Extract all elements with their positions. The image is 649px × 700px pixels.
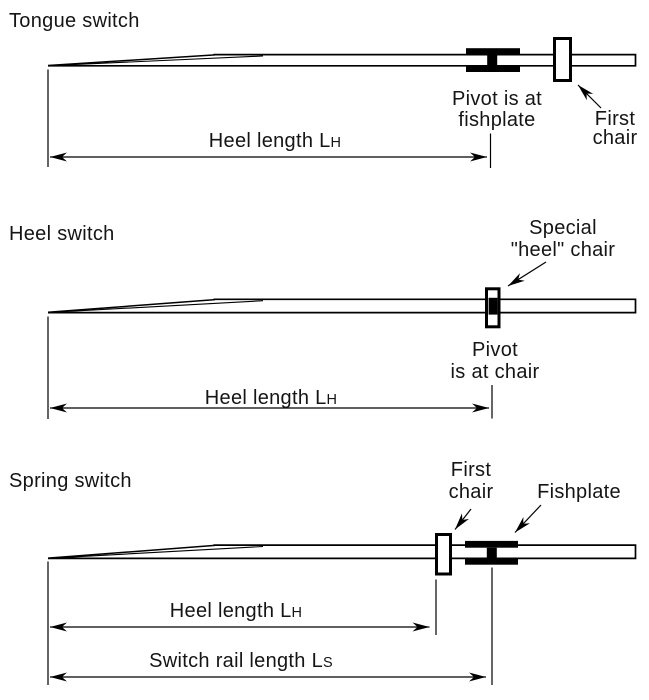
chair-label-line1: Special xyxy=(529,216,597,239)
blade-planing-line xyxy=(47,545,264,559)
fishplate-joint xyxy=(487,55,498,66)
fishplate-bottom-bar xyxy=(465,557,518,565)
panel3-first-chair-label: First chair xyxy=(449,459,494,504)
pivot-note-line2: fishplate xyxy=(458,108,536,131)
panel2-heel-chair-label: Special "heel" chair xyxy=(511,217,616,261)
fishplate-top-bar xyxy=(465,540,518,548)
panel1-first-chair-label: First chair xyxy=(592,107,638,149)
panel1-title: Tongue switch xyxy=(9,9,140,32)
chair-label-line2: chair xyxy=(592,127,638,149)
panel3-title: Spring switch xyxy=(9,469,132,492)
switch-blade-taper xyxy=(47,54,216,67)
heel-length-subscript: H xyxy=(326,391,338,408)
blade-planing-line xyxy=(47,55,264,67)
rail-outline xyxy=(48,298,637,314)
heel-length-subscript: H xyxy=(330,135,342,151)
tongue-switch-diagram xyxy=(47,37,637,168)
panel2-pivot-note: Pivot is at chair xyxy=(451,339,540,383)
rail-outline xyxy=(48,53,637,67)
panel3-switch-rail-length-label: Switch rail length LS xyxy=(149,650,333,673)
first-chair xyxy=(435,533,452,576)
first-chair xyxy=(553,37,572,82)
heel-length-text: Heel length L xyxy=(204,386,327,409)
heel-length-text: Heel length L xyxy=(169,599,292,622)
chair-label-line2: chair xyxy=(448,481,494,503)
panel3-heel-length-label: Heel length LH xyxy=(170,600,302,623)
panel2-heel-length-label: Heel length LH xyxy=(205,387,337,410)
rail-outline xyxy=(48,544,637,560)
switch-rail-length-subscript: S xyxy=(323,654,333,671)
fishplate-top-bar xyxy=(466,48,520,55)
heel-length-subscript: H xyxy=(291,604,303,621)
panel3-fishplate-label: Fishplate xyxy=(537,481,621,503)
blade-planing-line xyxy=(47,300,264,314)
pivot-note-line1: Pivot xyxy=(472,339,518,361)
switch-rail-length-text: Switch rail length L xyxy=(149,649,323,672)
spring-switch-diagram xyxy=(47,504,637,685)
panel1-pivot-note: Pivot is at fishplate xyxy=(452,87,542,131)
heel-pivot-block xyxy=(488,297,498,315)
pivot-note-line2: is at chair xyxy=(450,361,540,383)
first-chair-arrow xyxy=(454,508,472,530)
fishplate-joint xyxy=(486,547,497,558)
pivot-note-line1: Pivot is at xyxy=(452,87,542,110)
fishplate-arrow xyxy=(514,504,542,533)
panel1-heel-length-label: Heel length LH xyxy=(209,130,341,153)
chair-label-line2: "heel" chair xyxy=(510,238,616,261)
chair-label-line1: First xyxy=(594,107,636,130)
chair-label-line1: First xyxy=(450,458,492,481)
first-chair-arrow xyxy=(577,84,602,109)
heel-length-text: Heel length L xyxy=(208,130,331,152)
heel-switch-diagram xyxy=(47,261,637,419)
switch-blade-taper xyxy=(47,544,216,559)
panel2-title: Heel switch xyxy=(9,223,115,245)
switch-blade-taper xyxy=(47,298,216,314)
fishplate-bottom-bar xyxy=(466,65,520,72)
heel-chair-arrow xyxy=(507,261,547,287)
